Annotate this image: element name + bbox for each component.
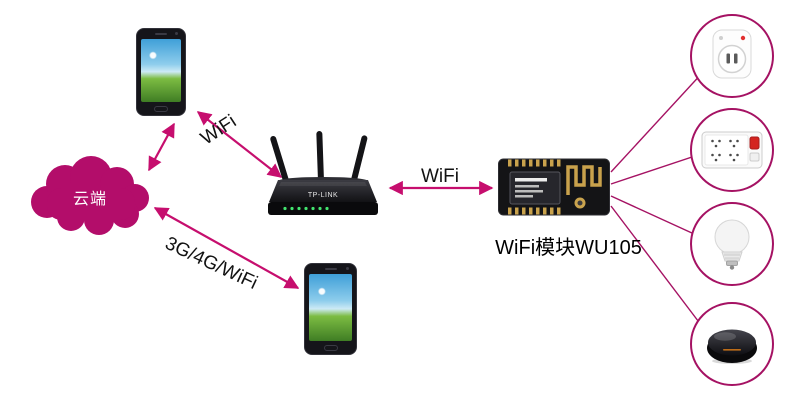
wifi-module-icon — [498, 158, 610, 216]
smart-hub-icon — [707, 329, 757, 364]
phone-screen — [141, 39, 181, 102]
cloud-icon — [31, 156, 149, 235]
device-circle-power-strip — [690, 108, 774, 192]
smartphone-bottom — [304, 263, 357, 355]
router-icon: TP-LINK — [268, 131, 378, 215]
router-brand: TP-LINK — [308, 192, 338, 199]
phone-speaker — [324, 268, 337, 270]
device-circle-smart-hub — [690, 302, 774, 386]
smartphone-top — [136, 28, 186, 116]
device-circle-led-bulb — [690, 202, 774, 286]
wifi-module-pcb — [498, 155, 610, 219]
power-strip-icon — [701, 131, 763, 169]
pcb-shield — [509, 171, 561, 205]
arrow-phone-router — [196, 111, 283, 178]
device-circle-smart-plug — [690, 14, 774, 98]
cloud-node: 云端 — [25, 154, 155, 239]
label-wifi-router-module-link: WiFi — [421, 166, 459, 187]
led-bulb-icon — [714, 219, 750, 270]
phone-speaker — [155, 33, 167, 35]
phone-screen — [309, 274, 352, 341]
pcb-silkscreen — [515, 178, 547, 198]
pcb-antenna-trace — [566, 165, 602, 195]
phone-camera-icon — [346, 267, 349, 270]
phone-home-button — [323, 345, 338, 351]
phone-camera-icon — [175, 32, 178, 35]
phone-home-button — [154, 106, 168, 112]
cloud-label: 云端 — [72, 190, 107, 208]
pcb-pads — [508, 159, 561, 215]
wifi-router: TP-LINK — [263, 120, 383, 220]
module-caption: WiFi模块WU105 — [495, 237, 642, 259]
smart-plug-icon — [712, 29, 752, 79]
arrow-cloud-mobile — [153, 207, 300, 289]
arrow-cloud-phone — [148, 122, 175, 172]
